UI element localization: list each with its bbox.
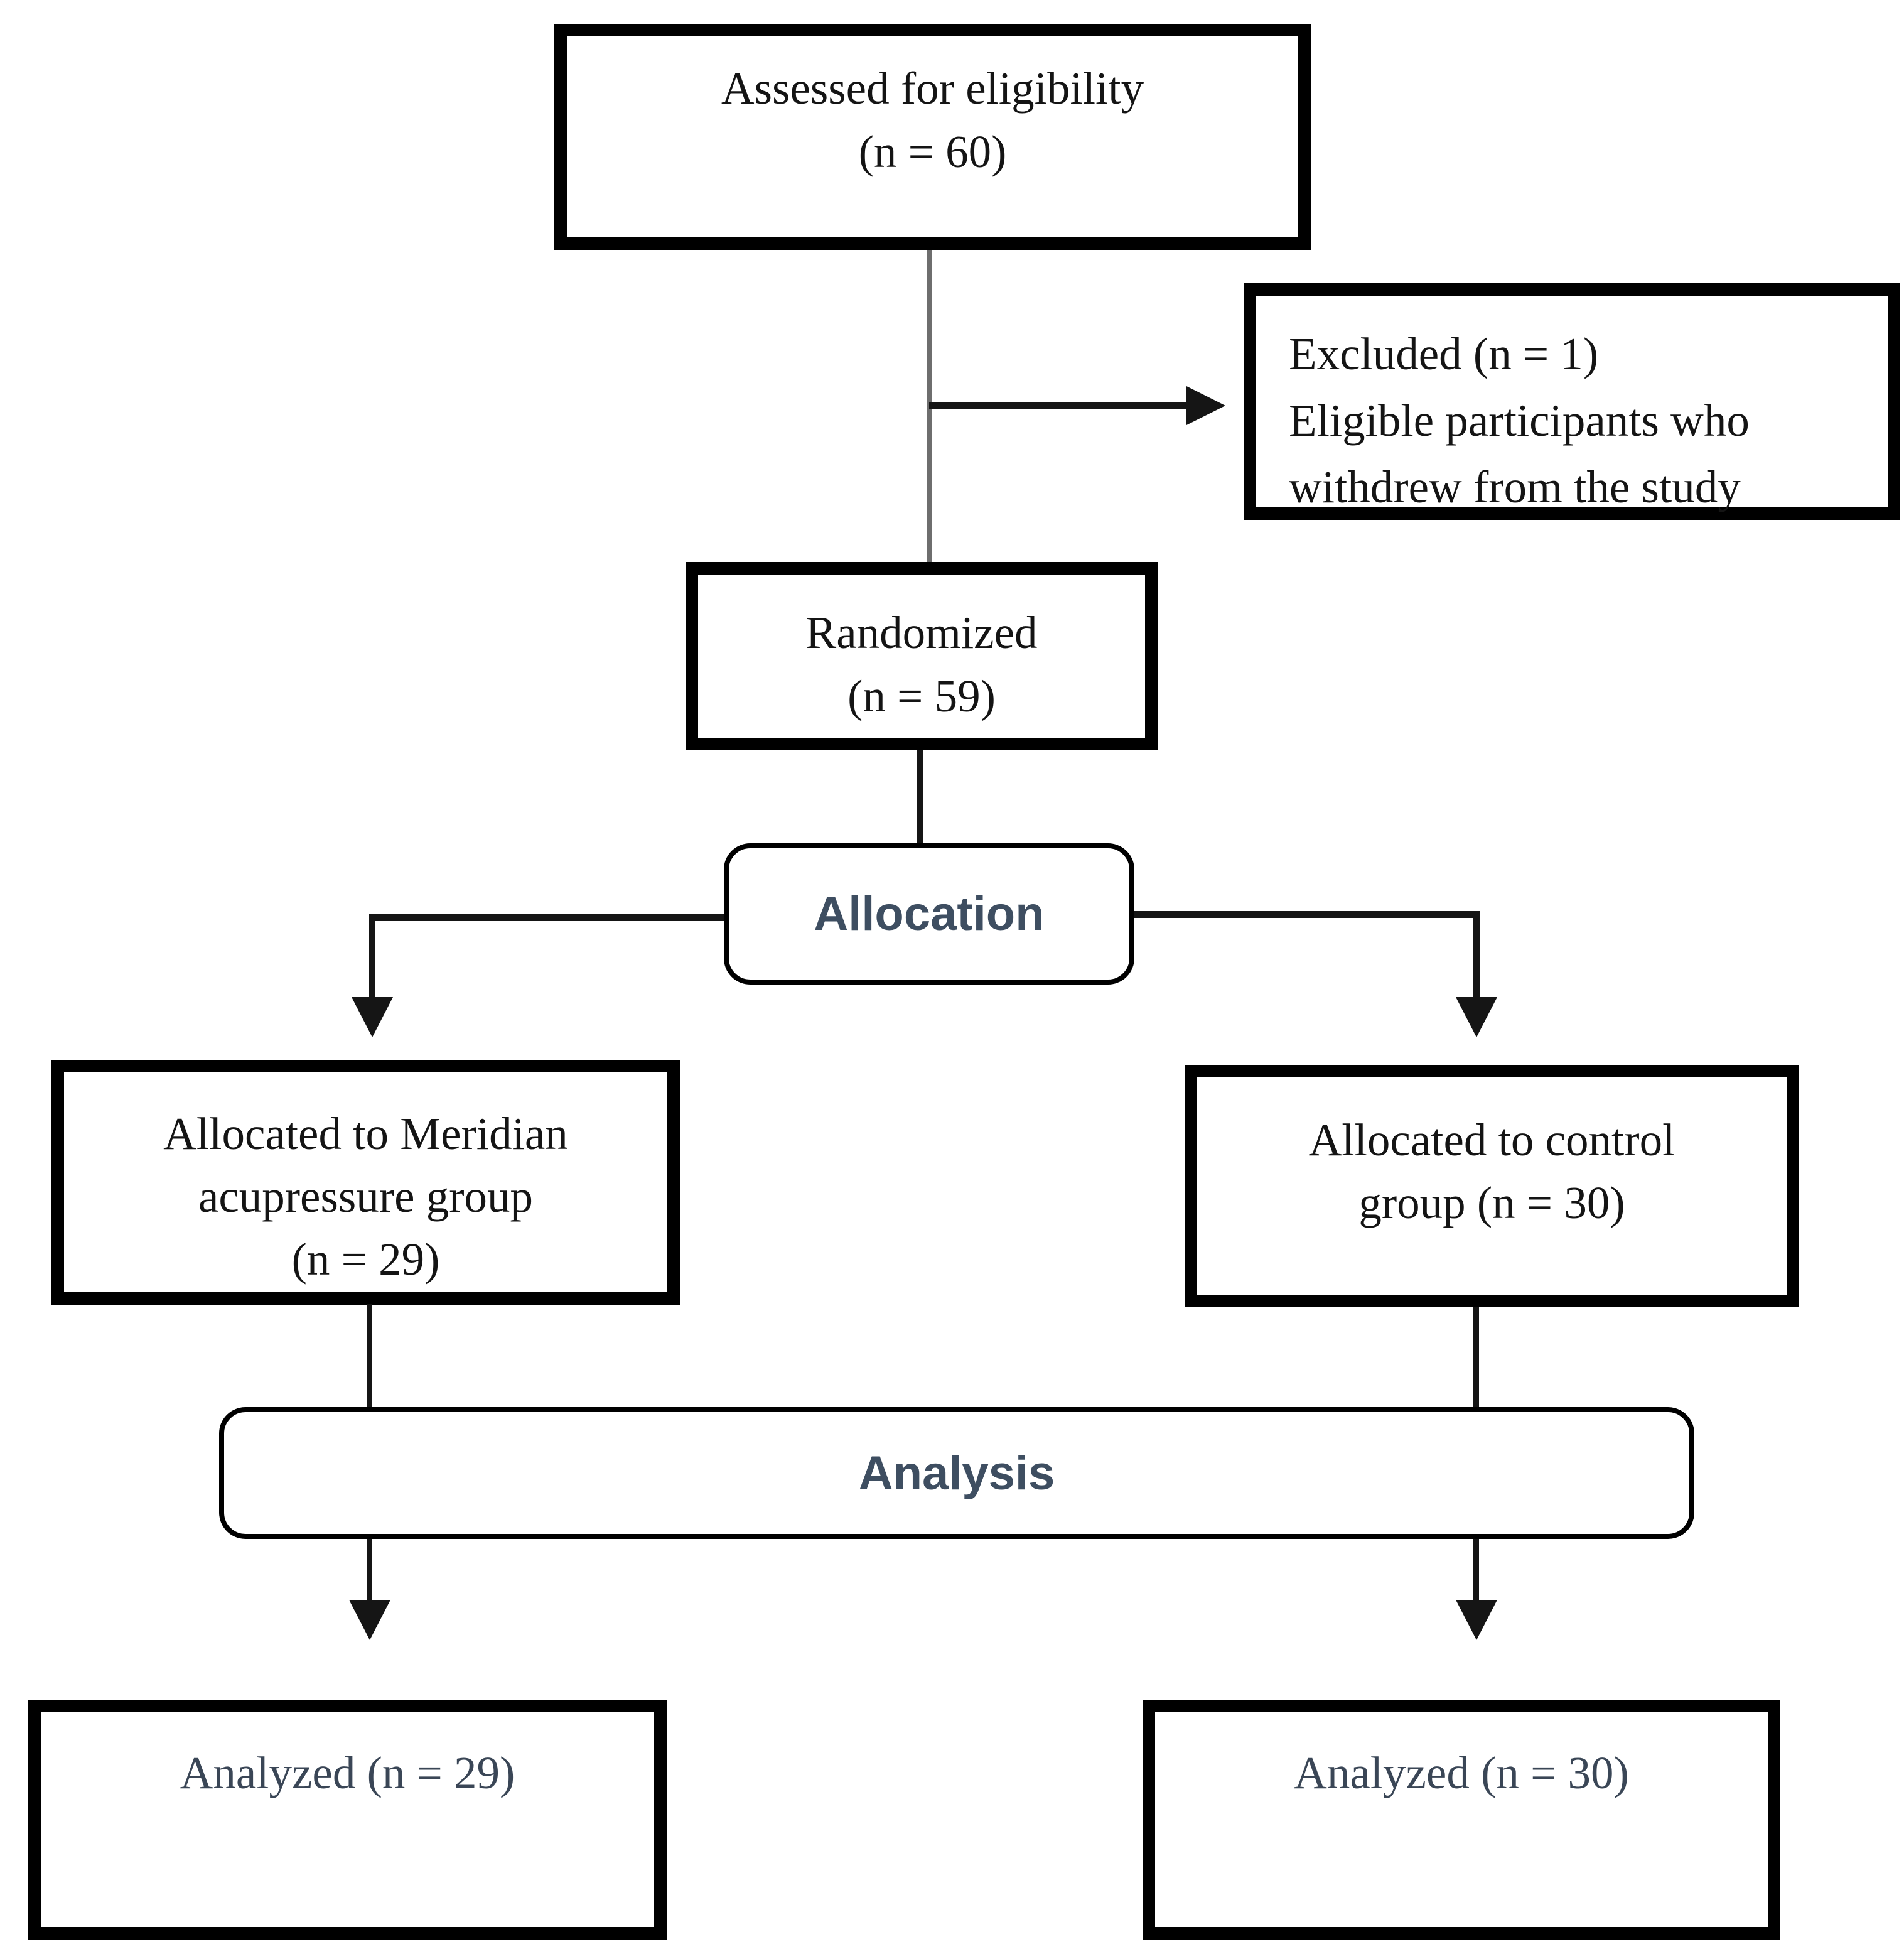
box-text-line: Randomized — [805, 607, 1038, 658]
box-text-line: (n = 59) — [847, 671, 996, 721]
connector-allocation-right-horizontal — [1134, 911, 1479, 918]
arrow-down-icon — [1456, 997, 1497, 1037]
box-text-line: (n = 60) — [858, 126, 1007, 177]
box-text-line: (n = 29) — [291, 1234, 440, 1285]
connector-randomized-to-allocation — [917, 750, 923, 843]
band-allocation: Allocation — [724, 843, 1134, 985]
box-text-line: Allocated to Meridian — [163, 1108, 568, 1159]
box-text-line: group (n = 30) — [1358, 1177, 1625, 1228]
band-label: Analysis — [858, 1446, 1055, 1500]
arrow-down-icon — [349, 1600, 390, 1640]
box-text-line: Excluded (n = 1) — [1289, 328, 1599, 379]
connector-analysis-to-analyzed-right — [1473, 1539, 1479, 1607]
box-randomized: Randomized (n = 59) — [686, 562, 1158, 750]
box-analyzed-left: Analyzed (n = 29) — [28, 1700, 667, 1940]
box-excluded: Excluded (n = 1) Eligible participants w… — [1244, 283, 1900, 520]
arrow-right-icon — [1186, 386, 1225, 425]
band-label: Allocation — [814, 887, 1045, 941]
box-text-line: Eligible participants who — [1289, 395, 1750, 446]
band-analysis: Analysis — [219, 1407, 1694, 1539]
box-text-line: acupressure group — [198, 1171, 534, 1222]
box-text-line: Analyzed (n = 30) — [1294, 1747, 1629, 1798]
arrow-down-icon — [352, 997, 393, 1037]
box-text-line: Allocated to control — [1308, 1115, 1675, 1165]
arrow-down-icon — [1456, 1600, 1497, 1640]
box-allocated-meridian-acupressure: Allocated to Meridian acupressure group … — [51, 1060, 680, 1305]
box-analyzed-right: Analyzed (n = 30) — [1143, 1700, 1780, 1940]
box-assessed-for-eligibility: Assessed for eligibility (n = 60) — [554, 24, 1311, 250]
connector-allocation-right-vertical — [1473, 911, 1480, 998]
box-allocated-control-group: Allocated to control group (n = 30) — [1185, 1065, 1799, 1307]
connector-allocation-left-horizontal — [369, 914, 724, 921]
connector-alloc-right-to-analysis — [1473, 1307, 1479, 1410]
connector-alloc-left-to-analysis — [367, 1304, 372, 1410]
box-text-line: Analyzed (n = 29) — [180, 1747, 515, 1798]
box-text-line: withdrew from the study — [1289, 462, 1741, 512]
connector-allocation-left-vertical — [369, 914, 375, 998]
box-text-line: Assessed for eligibility — [721, 63, 1144, 114]
connector-branch-to-excluded — [929, 402, 1186, 409]
connector-analysis-to-analyzed-left — [367, 1539, 372, 1607]
